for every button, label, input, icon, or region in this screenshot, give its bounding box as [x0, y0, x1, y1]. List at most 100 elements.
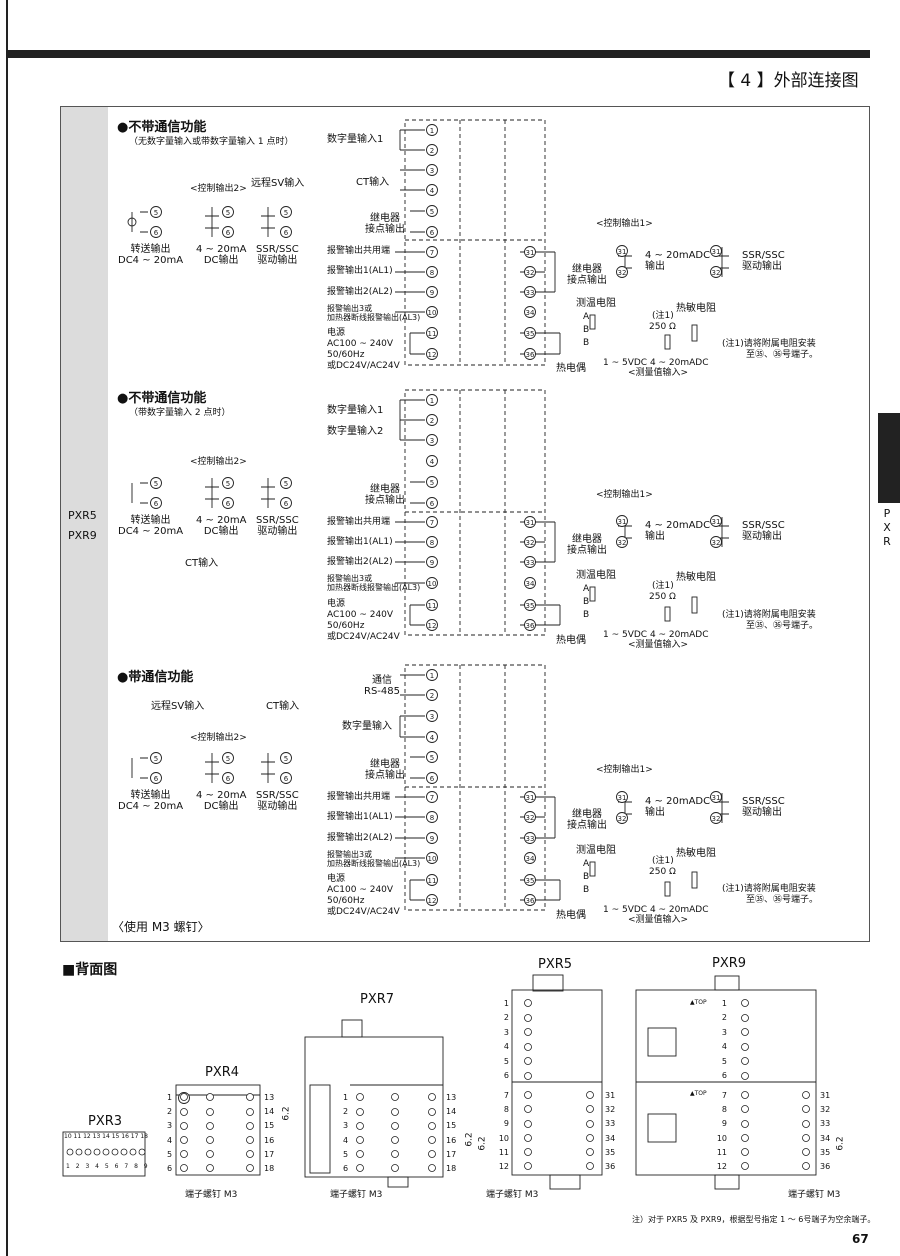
svg-text:5: 5: [154, 209, 158, 217]
pxr9-label: PXR9: [712, 956, 747, 971]
svg-text:7: 7: [430, 519, 434, 527]
svg-text:5: 5: [154, 480, 158, 488]
svg-text:8: 8: [430, 814, 434, 822]
s1-alarm-common: 报警输出共用端: [327, 246, 391, 256]
svg-text:31: 31: [712, 248, 721, 256]
svg-text:32: 32: [526, 269, 535, 277]
pxr4-label: PXR4: [205, 1065, 240, 1080]
pxr4-screw-label: 端子螺钉 M3: [185, 1190, 238, 1200]
svg-text:10: 10: [428, 855, 437, 863]
s1-relay-label: 继电器接点输出: [365, 213, 405, 235]
svg-text:4: 4: [430, 734, 435, 742]
pxr5-screw-label: 端子螺钉 M3: [486, 1190, 539, 1200]
s3-rtd: 测温电阻: [576, 845, 616, 856]
s1-control-output-2: <控制输出2>: [190, 184, 247, 194]
s2-meas-ranges: 1 ~ 5VDC 4 ~ 20mADC: [603, 630, 709, 640]
svg-text:5: 5: [430, 479, 434, 487]
svg-text:9: 9: [430, 559, 434, 567]
svg-text:32: 32: [526, 814, 535, 822]
s1-alarm-3: 报警输出3或加热器断线报警输出(AL3): [327, 304, 421, 322]
svg-text:3: 3: [430, 437, 434, 445]
pxr4-dim: 6.2: [281, 1106, 292, 1121]
s3-control-output-1: <控制输出1>: [596, 765, 653, 775]
svg-text:31: 31: [618, 794, 627, 802]
svg-text:36: 36: [526, 351, 535, 359]
svg-text:32: 32: [526, 539, 535, 547]
svg-text:6: 6: [430, 229, 435, 237]
s3-note-text: (注1)请将附属电阻安装至㉟、㊱号端子。: [722, 884, 819, 905]
s3-thermocouple: 热电偶: [556, 910, 586, 921]
svg-text:12: 12: [428, 622, 437, 630]
svg-text:9: 9: [430, 835, 434, 843]
pxr7-label: PXR7: [360, 992, 395, 1007]
model-column: [61, 107, 108, 941]
section1-heading: ●不带通信功能: [117, 120, 207, 135]
s3-ohm: 250 Ω: [649, 867, 676, 877]
svg-text:1: 1: [430, 127, 434, 135]
svg-text:3: 3: [430, 167, 434, 175]
s2-alarm-3: 报警输出3或加热器断线报警输出(AL3): [327, 574, 421, 592]
s3-meas-ranges: 1 ~ 5VDC 4 ~ 20mADC: [603, 905, 709, 915]
s1-alarm-2: 报警输出2(AL2): [327, 287, 393, 297]
svg-text:5: 5: [226, 480, 230, 488]
pxr3-top-nums: 10 11 12 13 14 15 16 17 18: [64, 1133, 148, 1140]
s2-relay-right: 继电器接点输出: [567, 534, 607, 556]
s1-remote-sv: 远程SV输入: [251, 178, 305, 189]
svg-text:6: 6: [226, 775, 231, 783]
svg-text:1: 1: [430, 672, 434, 680]
svg-text:35: 35: [526, 877, 535, 885]
section3-heading: ●带通信功能: [117, 670, 194, 685]
s1-control-output-1: <控制输出1>: [596, 219, 653, 229]
s3-remote-sv: 远程SV输入: [151, 701, 205, 712]
s2-thermocouple: 热电偶: [556, 635, 586, 646]
pxr3-bot-nums: 1 2 3 4 5 6 7 8 9: [66, 1163, 150, 1170]
s2-control-output-2: <控制输出2>: [190, 457, 247, 467]
pxr7-dim: 6.2: [464, 1132, 475, 1147]
svg-text:6: 6: [430, 500, 435, 508]
svg-text:4: 4: [430, 458, 435, 466]
svg-text:2: 2: [430, 417, 434, 425]
s1-thermistor: 热敏电阻: [676, 303, 716, 314]
s1-rtd: 测温电阻: [576, 298, 616, 309]
svg-text:31: 31: [618, 248, 627, 256]
s3-control-output-2: <控制输出2>: [190, 733, 247, 743]
svg-text:6: 6: [430, 775, 435, 783]
svg-text:32: 32: [618, 269, 627, 277]
svg-text:36: 36: [526, 622, 535, 630]
screw-note: 〈使用 M3 螺钉〉: [112, 920, 210, 934]
s3-alarm-3: 报警输出3或加热器断线报警输出(AL3): [327, 850, 421, 868]
s1-note1: (注1): [652, 311, 674, 321]
s1-meas-ranges: 1 ~ 5VDC 4 ~ 20mADC: [603, 358, 709, 368]
svg-text:5: 5: [430, 754, 434, 762]
svg-text:1: 1: [430, 397, 434, 405]
s2-rtd: 测温电阻: [576, 570, 616, 581]
side-tab: [878, 413, 900, 503]
svg-text:5: 5: [430, 208, 434, 216]
s2-relay-label: 继电器接点输出: [365, 484, 405, 506]
s1-note-text: (注1)请将附属电阻安装至㉟、㊱号端子。: [722, 339, 819, 360]
svg-text:6: 6: [226, 500, 231, 508]
svg-text:33: 33: [526, 289, 535, 297]
pxr9-screw-label: 端子螺钉 M3: [788, 1190, 841, 1200]
page-left-border: [6, 0, 8, 1256]
s3-thermistor: 热敏电阻: [676, 848, 716, 859]
svg-text:32: 32: [712, 815, 721, 823]
svg-text:9: 9: [430, 289, 434, 297]
s1-thermocouple: 热电偶: [556, 363, 586, 374]
pxr7-screw-label: 端子螺钉 M3: [330, 1190, 383, 1200]
top-rule: [8, 50, 870, 58]
